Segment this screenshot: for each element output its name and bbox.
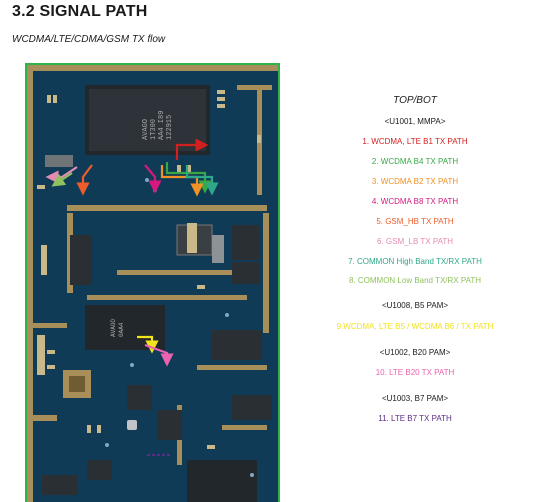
passives: [37, 90, 261, 449]
b5-chip-text-2: 0AA4: [118, 322, 125, 337]
legend-path-4: 4. WCDMA B8 TX PATH: [371, 197, 459, 206]
chip-text-2: 1T300: [150, 119, 158, 140]
legend-path-8: 8. COMMON Low Band TX/RX PATH: [348, 276, 482, 285]
signal-arrows: [45, 138, 219, 457]
legend-group-b5: <U1008, B5 PAM>: [381, 301, 449, 310]
arrow-path-7: [185, 165, 219, 196]
legend-path-2: 2. WCDMA B4 TX PATH: [371, 157, 459, 166]
page-subtitle: WCDMA/LTE/CDMA/GSM TX flow: [12, 34, 166, 45]
arrow-path-9: [137, 335, 159, 354]
legend-path-10: 10. LTE B20 TX PATH: [375, 368, 455, 377]
pcb-illustration: AVAGO 1T300 AA4 I89 122915 AVAGO 0AA4: [27, 65, 278, 502]
legend-group-mmpa: <U1001, MMPA>: [384, 117, 446, 126]
arrow-path-4: [144, 164, 162, 194]
arrow-path-3: [160, 165, 204, 197]
legend-path-7: 7. COMMON High Band TX/RX PATH: [348, 257, 482, 266]
legend-group-b7: <U1003, B7 PAM>: [381, 394, 449, 403]
pcb-photo: AVAGO 1T300 AA4 I89 122915 AVAGO 0AA4: [25, 63, 280, 502]
arrow-path-10: [144, 343, 174, 367]
page-title: 3.2 SIGNAL PATH: [12, 3, 148, 20]
arrow-path-1: [175, 138, 209, 160]
legend-path-5: 5. GSM_HB TX PATH: [376, 217, 454, 226]
arrow-path-5: [76, 164, 93, 196]
b5-chip-text-1: AVAGO: [110, 319, 117, 337]
legend-path-11: 11. LTE B7 TX PATH: [378, 414, 452, 423]
arrow-path-8: [51, 172, 73, 187]
legend-path-3: 3. WCDMA B2 TX PATH: [371, 177, 459, 186]
chip-text-3: AA4 I89: [158, 111, 166, 140]
legend-header: TOP/BOT: [393, 95, 437, 106]
legend-group-b20: <U1002, B20 PAM>: [379, 348, 451, 357]
legend-path-9: 9.WCDMA, LTE B5 / WCDMA B6 / TX PATH: [336, 322, 494, 331]
legend-path-1: 1. WCDMA, LTE B1 TX PATH: [362, 137, 468, 146]
chip-text-1: AVAGO: [142, 119, 150, 140]
chip-text-4: 122915: [166, 115, 174, 140]
legend-path-6: 6. GSM_LB TX PATH: [376, 237, 454, 246]
